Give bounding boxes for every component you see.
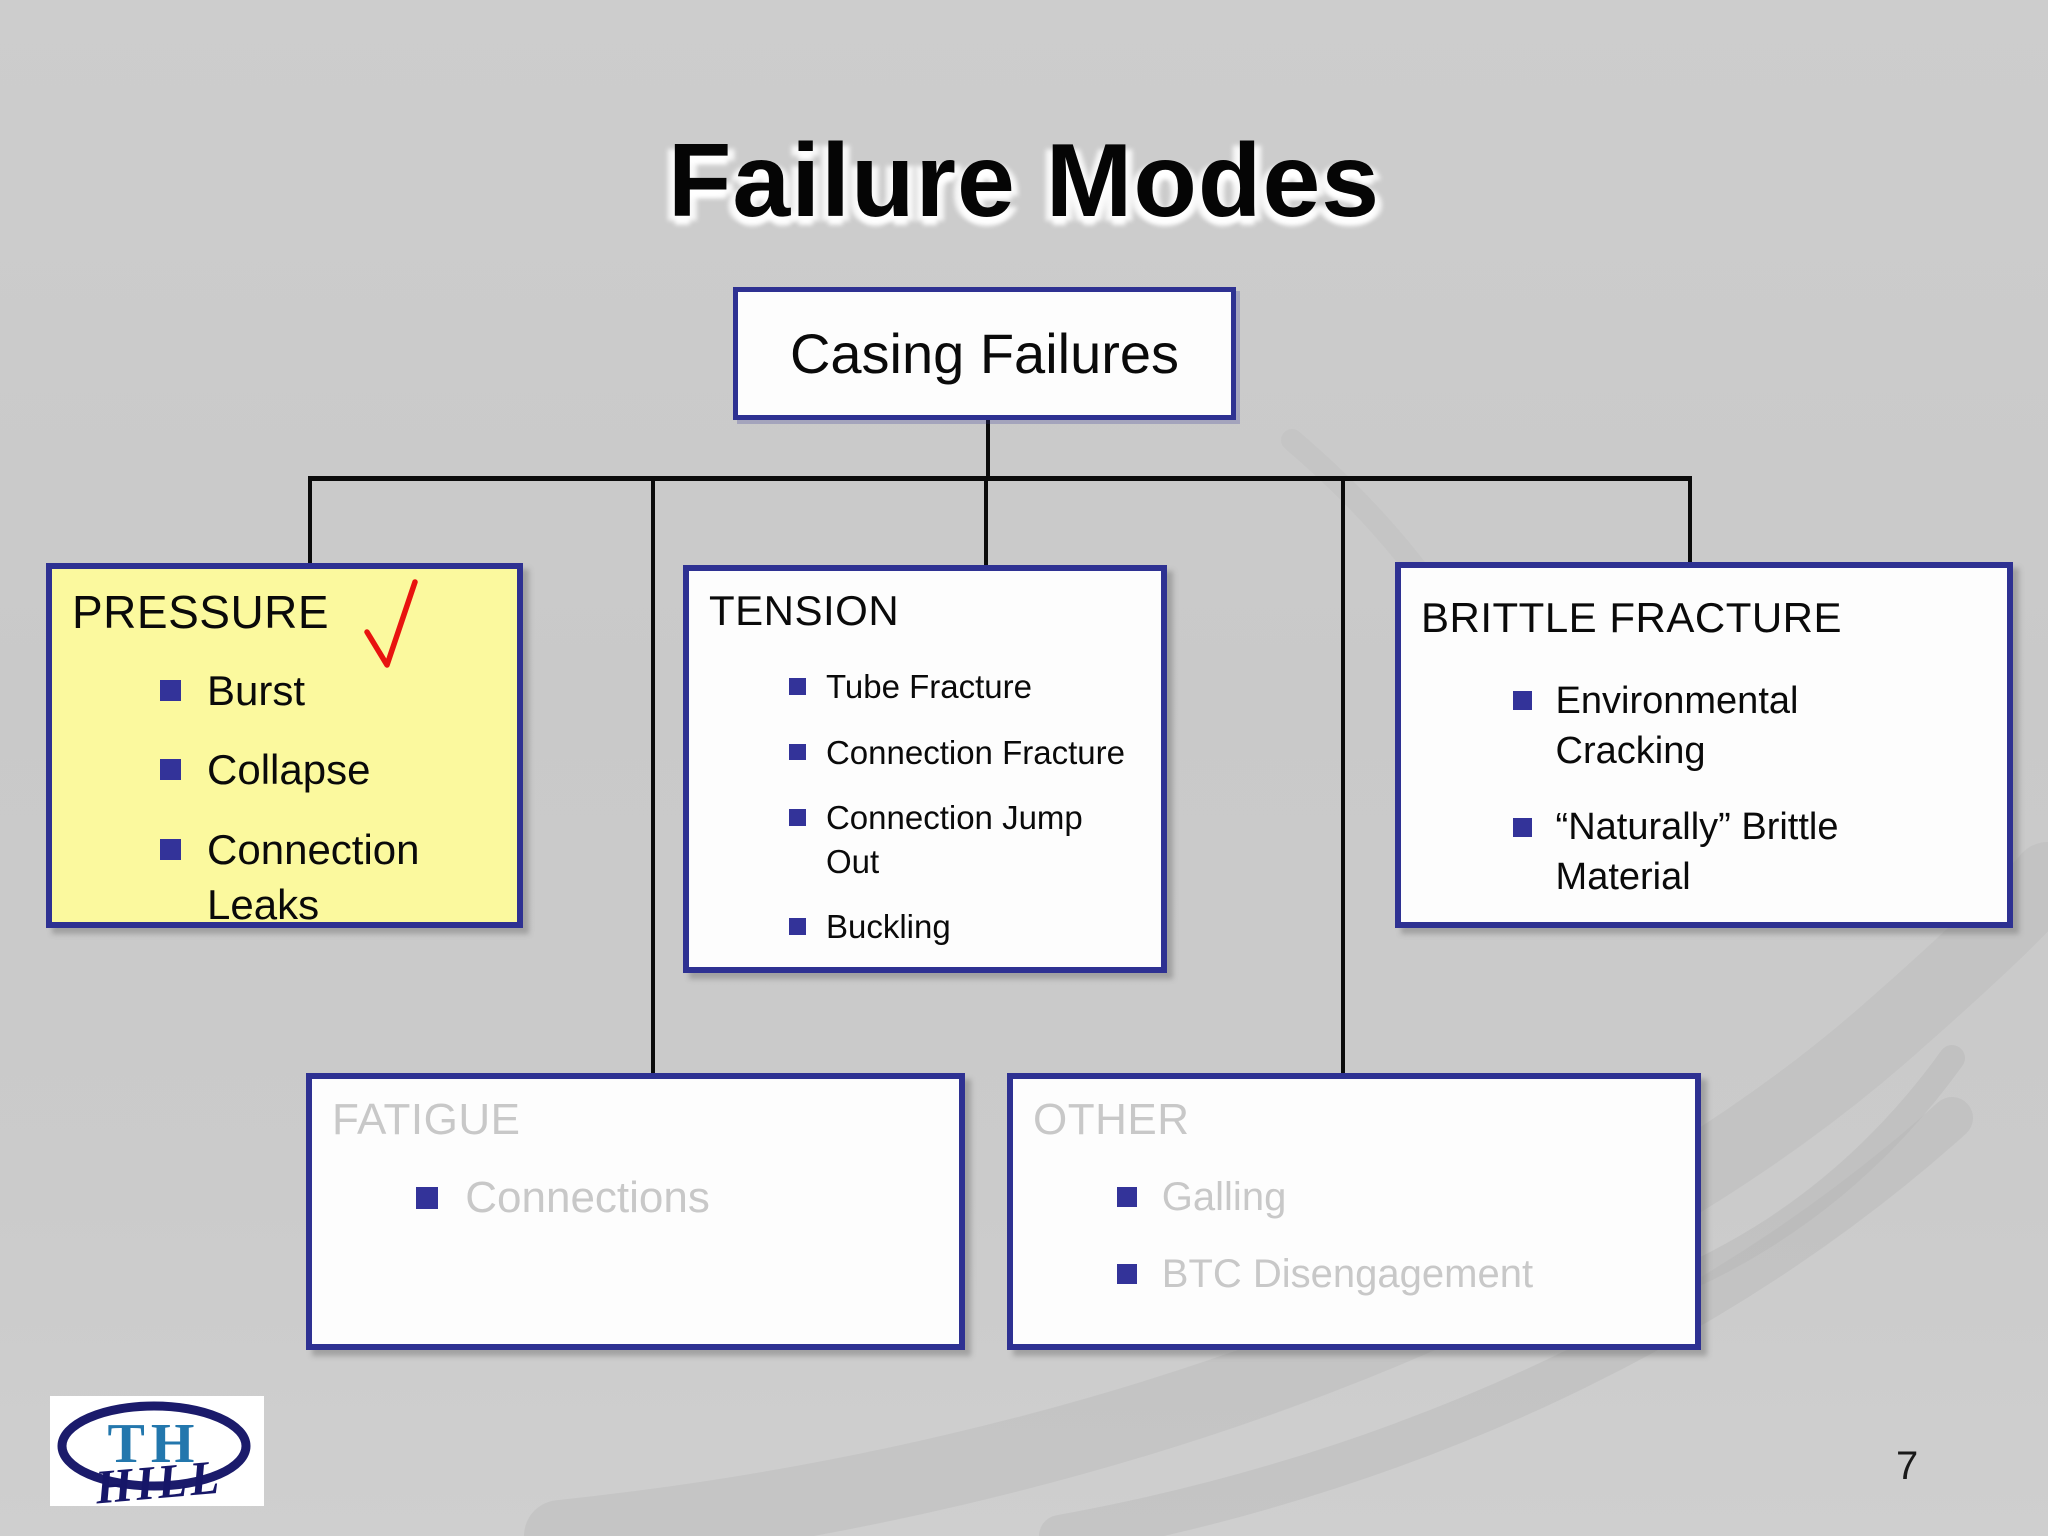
list-item-text: Connection Leaks (207, 825, 420, 929)
list-item: Tube Fracture (789, 665, 1161, 709)
list-item-text: Galling (1161, 1175, 1287, 1219)
list-item-text: BTC Disengagement (1161, 1251, 1534, 1296)
list-item: Galling (1117, 1171, 1695, 1224)
node-other: OTHER Galling BTC Disengagement (1007, 1073, 1701, 1350)
bullet-square-icon (160, 759, 181, 781)
bullet-square-icon (789, 809, 806, 826)
list-item-text: Burst (207, 667, 306, 714)
list-item-text: “Naturally” Brittle Material (1555, 806, 1839, 899)
list-item: Connection Leaks (160, 822, 517, 933)
bullet-square-icon (416, 1186, 438, 1209)
connector-trunk (986, 418, 990, 479)
logo-text-hill: HILL (92, 1451, 224, 1506)
list-item: Burst (160, 663, 517, 718)
list-item: Connections (416, 1169, 959, 1227)
page-number: 7 (1896, 1444, 1919, 1488)
list-item: Connection Jump Out (789, 796, 1161, 883)
list-item-text: Buckling (825, 908, 951, 946)
list-item: BTC Disengagement (1117, 1248, 1695, 1301)
bullet-square-icon (1513, 817, 1532, 837)
list-item: Collapse (160, 742, 517, 797)
node-tension-header: TENSION (709, 587, 900, 634)
list-item-text: Connections (465, 1173, 710, 1222)
connector-drop-other (1341, 476, 1345, 1076)
logo-text-th: TH (108, 1413, 201, 1475)
bullet-square-icon (1117, 1187, 1137, 1207)
node-brittle-fracture: BRITTLE FRACTURE Environmental Cracking … (1395, 562, 2013, 928)
slide-title: Failure Modes (667, 123, 1381, 239)
bullet-square-icon (160, 838, 181, 860)
bullet-square-icon (160, 679, 181, 701)
node-brittle-fracture-header: BRITTLE FRACTURE (1421, 594, 1843, 641)
brittle-item-list: Environmental Cracking “Naturally” Britt… (1401, 642, 2007, 903)
list-item: Environmental Cracking (1513, 676, 2007, 776)
node-other-header: OTHER (1033, 1095, 1190, 1144)
bullet-square-icon (789, 918, 806, 935)
list-item-text: Collapse (207, 746, 371, 794)
connector-drop-tension (984, 476, 988, 570)
tension-item-list: Tube Fracture Connection Fracture Connec… (689, 635, 1161, 949)
list-item-text: Environmental Cracking (1555, 680, 1799, 773)
list-item-text: Connection Jump Out (825, 799, 1083, 880)
list-item: Buckling (789, 905, 1161, 949)
bullet-square-icon (1117, 1263, 1137, 1284)
connector-drop-pressure (308, 476, 312, 568)
red-checkmark-icon (364, 579, 418, 668)
node-fatigue: FATIGUE Connections (306, 1073, 965, 1350)
fatigue-item-list: Connections (312, 1145, 959, 1227)
pressure-item-list: Burst Collapse Connection Leaks (52, 639, 517, 933)
list-item: “Naturally” Brittle Material (1513, 802, 2007, 902)
node-pressure-header: PRESSURE (72, 586, 330, 638)
th-hill-logo-graphic: TH HILL (57, 1401, 251, 1515)
node-tension: TENSION Tube Fracture Connection Fractur… (683, 565, 1167, 973)
bullet-square-icon (789, 743, 806, 761)
connector-drop-fatigue (651, 476, 655, 1076)
list-item: Connection Fracture (789, 731, 1161, 775)
node-casing-failures: Casing Failures (733, 287, 1236, 420)
bullet-square-icon (1513, 691, 1532, 711)
th-hill-logo: TH HILL (50, 1396, 264, 1515)
connector-drop-brittle (1688, 476, 1692, 566)
node-casing-failures-label: Casing Failures (789, 322, 1180, 385)
connector-horizontal (308, 476, 1692, 481)
node-fatigue-header: FATIGUE (332, 1095, 521, 1144)
node-pressure: PRESSURE Burst Collapse Connection Leaks (46, 563, 523, 928)
bullet-square-icon (789, 678, 806, 695)
list-item-text: Connection Fracture (825, 733, 1125, 771)
other-item-list: Galling BTC Disengagement (1013, 1145, 1695, 1301)
list-item-text: Tube Fracture (825, 668, 1032, 705)
